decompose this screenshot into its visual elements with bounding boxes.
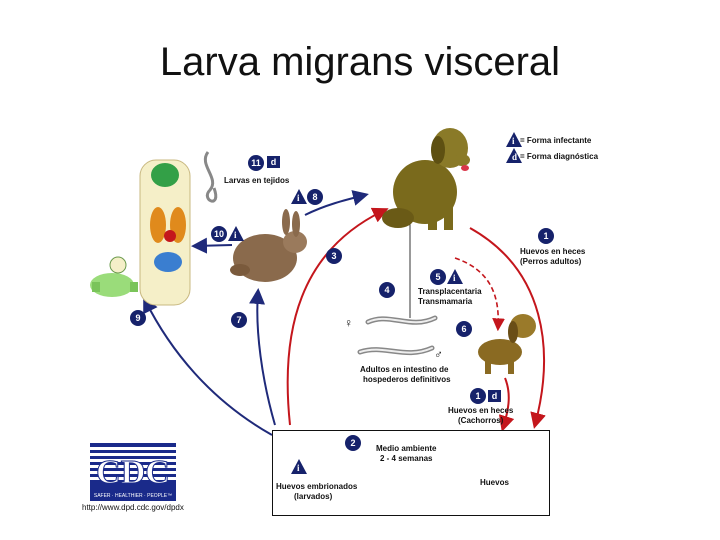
step-7-badge: 7: [231, 312, 247, 328]
label-eggs-puppy-2: (Cachorros): [458, 416, 504, 425]
page-title: Larva migrans visceral: [159, 40, 561, 84]
environment-box: [272, 430, 550, 516]
male-symbol: ♂: [434, 347, 443, 361]
cdc-logo: CDC SAFER · HEALTHIER · PEOPLE™: [90, 443, 176, 501]
cdc-logo-text: CDC: [96, 454, 170, 491]
step-6-badge: 6: [456, 321, 472, 337]
arrow-1-dog-to-environment: [469, 227, 546, 429]
legend-infective-label: = Forma infectante: [520, 136, 592, 145]
arrow-8-rabbit-to-dog: [304, 190, 369, 216]
step-11-diagnostic-icon: d: [267, 156, 280, 168]
step-1-puppy-badge: 1: [470, 388, 486, 404]
adult-dog-illustration: [382, 128, 470, 230]
arrow-10-rabbit-to-human: [191, 237, 233, 254]
cdc-url: http://www.dpd.cdc.gov/dpdx: [82, 503, 184, 512]
label-environment-1: Medio ambiente: [376, 444, 437, 453]
adult-worms-illustration: [357, 315, 438, 356]
label-adults-1: Adultos en intestino de: [360, 365, 449, 374]
step-5-badge: 5: [430, 269, 446, 285]
step-8-badge: 8: [307, 189, 323, 205]
label-embryonated-2: (larvados): [294, 492, 333, 501]
step-4-badge: 4: [379, 282, 395, 298]
step-8-infective-icon: i: [291, 189, 307, 204]
step-10-badge: 10: [211, 226, 227, 242]
cdc-tagline: SAFER · HEALTHIER · PEOPLE™: [94, 493, 172, 499]
label-eggs-puppy-1: Huevos en heces: [448, 406, 514, 415]
arrow-9-environment-to-human: [143, 296, 273, 436]
step-2-badge: 2: [345, 435, 361, 451]
embryonated-infective-icon: i: [291, 459, 307, 474]
step-10-infective-icon: i: [228, 226, 244, 241]
legend-diagnostic-label: = Forma diagnóstica: [520, 152, 599, 161]
label-transmammary: Transmamaria: [418, 297, 473, 306]
label-larvae-in-tissues: Larvas en tejidos: [224, 176, 290, 185]
diagnostic-form-icon: d: [506, 148, 522, 163]
arrow-puppy-to-environment: [498, 377, 515, 432]
step-1-puppy-diagnostic-icon: d: [488, 390, 501, 402]
infective-form-icon: i: [506, 132, 522, 147]
label-transplacental: Transplacentaria: [418, 287, 482, 296]
rabbit-illustration: [230, 209, 307, 282]
arrow-7-environment-to-rabbit: [249, 288, 276, 426]
step-11-badge: 11: [248, 155, 264, 171]
human-organs-illustration: [139, 151, 218, 306]
label-eggs-adult-2: (Perros adultos): [520, 257, 582, 266]
female-symbol: ♀: [344, 316, 353, 330]
step-3-badge: 3: [326, 248, 342, 264]
label-adults-2: hospederos definitivos: [363, 375, 451, 384]
step-1-badge: 1: [538, 228, 554, 244]
label-eggs: Huevos: [480, 478, 509, 487]
puppy-illustration: [478, 314, 536, 374]
child-playing-illustration: [90, 256, 138, 297]
arrow-3-environment-to-dog: [286, 207, 389, 426]
label-environment-2: 2 - 4 semanas: [380, 454, 433, 463]
step-5-infective-icon: i: [447, 269, 463, 284]
step-9-badge: 9: [130, 310, 146, 326]
label-embryonated-1: Huevos embrionados: [276, 482, 358, 491]
label-eggs-adult-1: Huevos en heces: [520, 247, 586, 256]
arrow-5-transplacental: [454, 257, 505, 332]
